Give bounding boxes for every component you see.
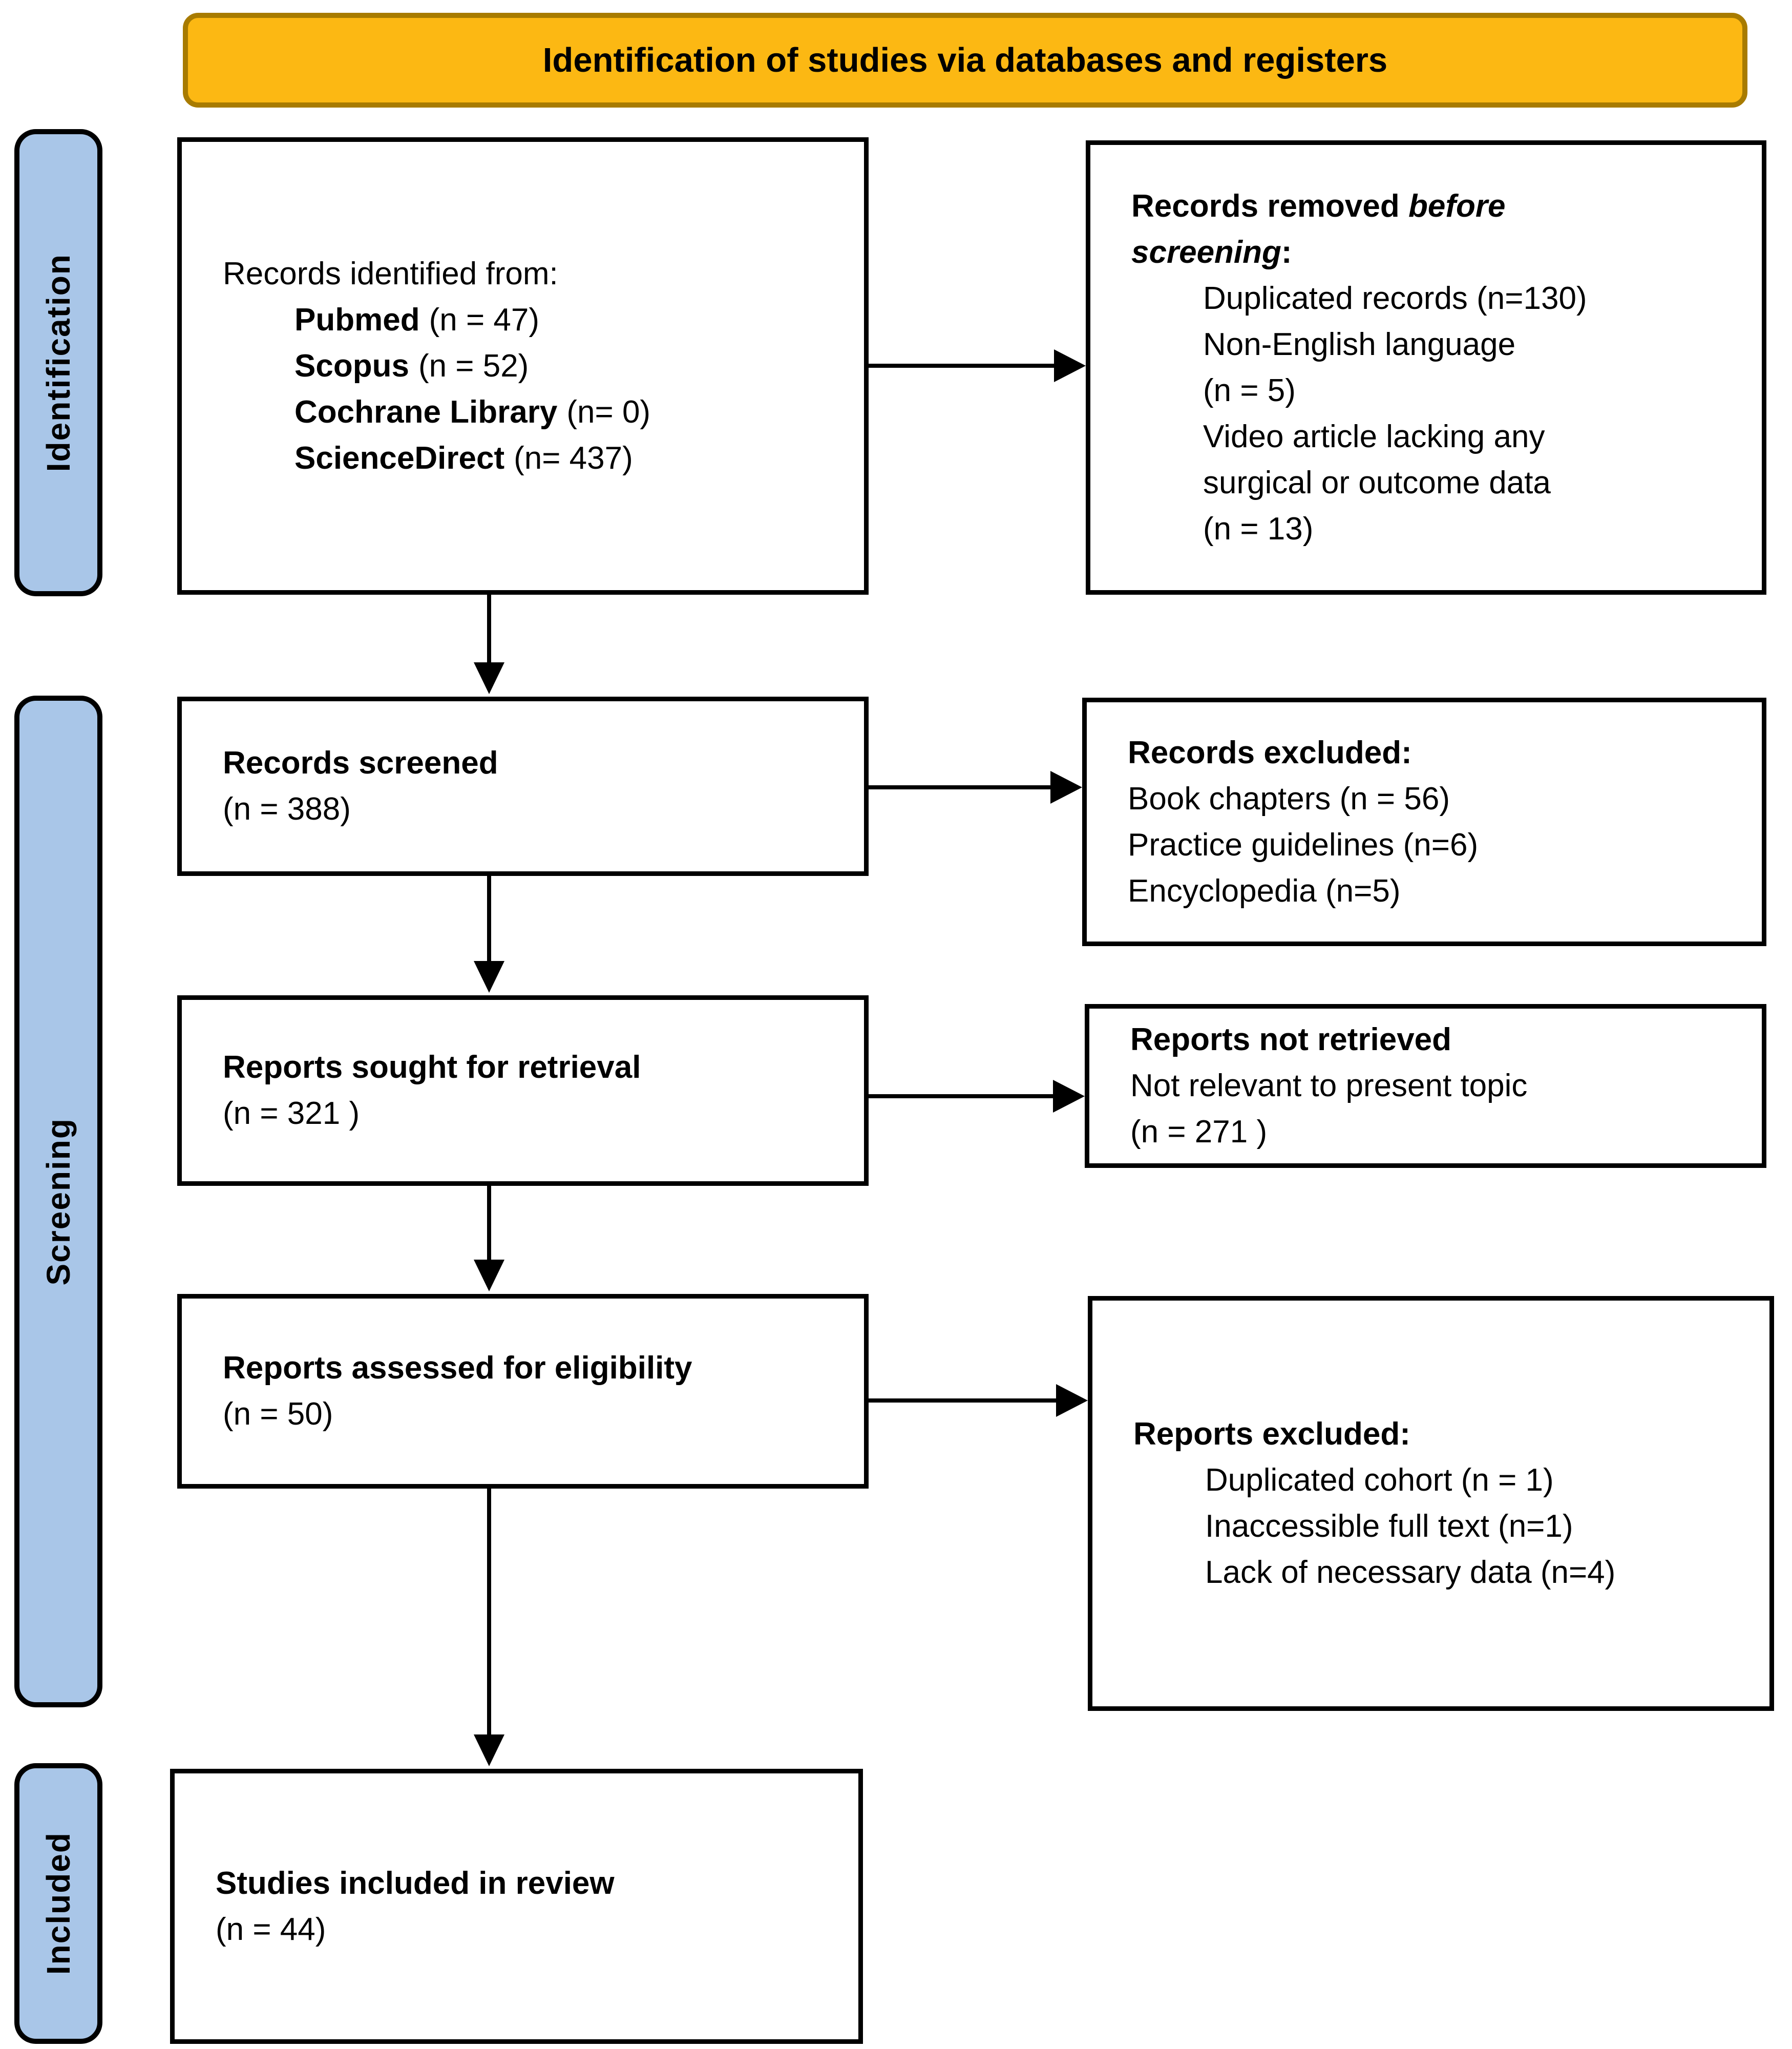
- records-screened-count: (n = 388): [223, 791, 351, 827]
- arrow-line: [869, 364, 1057, 368]
- source-cochrane-library: Cochrane Library(n= 0): [294, 394, 651, 430]
- reports-assessed-title: Reports assessed for eligibility: [223, 1350, 692, 1386]
- arrow-line: [869, 1094, 1056, 1098]
- reports-not-retrieved-reason: Not relevant to present topic: [1130, 1068, 1528, 1103]
- removed-item-non-english-count: (n = 5): [1203, 372, 1296, 408]
- records-removed-heading: Records removed before screening:: [1131, 188, 1506, 270]
- arrowhead-down-icon: [474, 1734, 504, 1766]
- removed-item-video-article-count: (n = 13): [1203, 511, 1314, 547]
- removed-item-video-article: Video article lacking any: [1203, 419, 1545, 454]
- arrow-line: [487, 1489, 491, 1737]
- removed-item-video-article-2: surgical or outcome data: [1203, 465, 1551, 500]
- box-reports-assessed: Reports assessed for eligibility (n = 50…: [177, 1294, 869, 1489]
- sidebar-screening-label: Screening: [40, 1117, 77, 1286]
- arrowhead-right-icon: [1054, 349, 1086, 382]
- arrowhead-right-icon: [1056, 1384, 1088, 1417]
- arrow-line: [487, 595, 491, 664]
- records-screened-title: Records screened: [223, 745, 498, 781]
- reports-excluded-title: Reports excluded:: [1133, 1416, 1410, 1452]
- reports-assessed-count: (n = 50): [223, 1396, 333, 1432]
- box-reports-not-retrieved: Reports not retrieved Not relevant to pr…: [1085, 1004, 1766, 1168]
- box-records-removed-before-screening: Records removed before screening: Duplic…: [1086, 140, 1766, 595]
- sidebar-identification: Identification: [14, 129, 102, 596]
- source-scopus: Scopus(n = 52): [294, 348, 529, 384]
- reports-excluded-inaccessible: Inaccessible full text (n=1): [1205, 1509, 1573, 1544]
- box-records-excluded: Records excluded: Book chapters (n = 56)…: [1082, 698, 1766, 946]
- reports-excluded-lack-of-data: Lack of necessary data (n=4): [1205, 1555, 1616, 1590]
- records-identified-intro: Records identified from:: [223, 256, 558, 291]
- records-excluded-book-chapters: Book chapters (n = 56): [1128, 781, 1450, 817]
- box-studies-included: Studies included in review (n = 44): [170, 1769, 863, 2044]
- sidebar-identification-label: Identification: [40, 253, 77, 472]
- records-excluded-practice-guidelines: Practice guidelines (n=6): [1128, 827, 1479, 863]
- arrowhead-down-icon: [474, 961, 504, 993]
- banner-title: Identification of studies via databases …: [542, 41, 1388, 79]
- reports-excluded-duplicated-cohort: Duplicated cohort (n = 1): [1205, 1462, 1554, 1498]
- box-reports-excluded: Reports excluded: Duplicated cohort (n =…: [1088, 1296, 1774, 1711]
- box-reports-sought: Reports sought for retrieval (n = 321 ): [177, 995, 869, 1186]
- studies-included-count: (n = 44): [216, 1911, 326, 1947]
- sidebar-included-label: Included: [40, 1832, 77, 1975]
- records-excluded-title: Records excluded:: [1128, 735, 1412, 770]
- arrowhead-right-icon: [1050, 771, 1082, 804]
- removed-item-non-english: Non-English language: [1203, 326, 1516, 362]
- box-records-screened: Records screened (n = 388): [177, 697, 869, 876]
- reports-sought-title: Reports sought for retrieval: [223, 1050, 641, 1085]
- arrow-line: [869, 1398, 1058, 1403]
- sidebar-included: Included: [14, 1763, 102, 2044]
- arrowhead-down-icon: [474, 1260, 504, 1291]
- sidebar-screening: Screening: [14, 696, 102, 1707]
- arrow-line: [869, 785, 1053, 789]
- box-records-identified: Records identified from: Pubmed(n = 47) …: [177, 137, 869, 595]
- arrow-line: [487, 1186, 491, 1263]
- arrow-line: [487, 876, 491, 964]
- reports-not-retrieved-count: (n = 271 ): [1130, 1114, 1268, 1149]
- arrowhead-right-icon: [1053, 1080, 1085, 1113]
- removed-item-duplicated: Duplicated records (n=130): [1203, 280, 1587, 316]
- studies-included-title: Studies included in review: [216, 1865, 615, 1901]
- arrowhead-down-icon: [474, 662, 504, 694]
- records-excluded-encyclopedia: Encyclopedia (n=5): [1128, 873, 1401, 909]
- source-sciencedirect: ScienceDirect(n= 437): [294, 440, 633, 476]
- reports-not-retrieved-title: Reports not retrieved: [1130, 1022, 1452, 1057]
- source-pubmed: Pubmed(n = 47): [294, 302, 539, 338]
- reports-sought-count: (n = 321 ): [223, 1096, 360, 1131]
- title-banner: Identification of studies via databases …: [183, 13, 1747, 108]
